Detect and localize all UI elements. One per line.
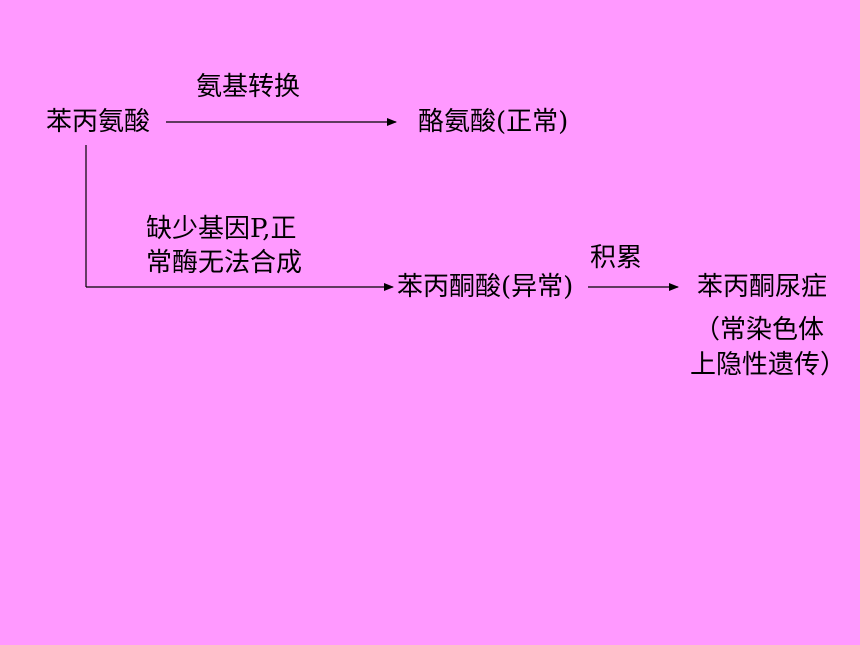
transamination-label: 氨基转换 [196, 72, 301, 102]
accumulation-label: 积累 [590, 243, 643, 273]
inheritance-note-line2: 上隐性遗传） [690, 350, 847, 380]
gene-missing-label-line2: 常酶无法合成 [146, 248, 303, 278]
gene-missing-label-line1: 缺少基因P,正 [146, 214, 297, 244]
inheritance-note-line1: （常染色体 [694, 315, 825, 345]
phenylketonuria-node: 苯丙酮尿症 [697, 272, 828, 302]
phenylalanine-node: 苯丙氨酸 [46, 107, 151, 137]
tyrosine-node: 酪氨酸(正常) [418, 107, 569, 137]
phenylpyruvic-acid-node: 苯丙酮酸(异常) [397, 272, 574, 302]
